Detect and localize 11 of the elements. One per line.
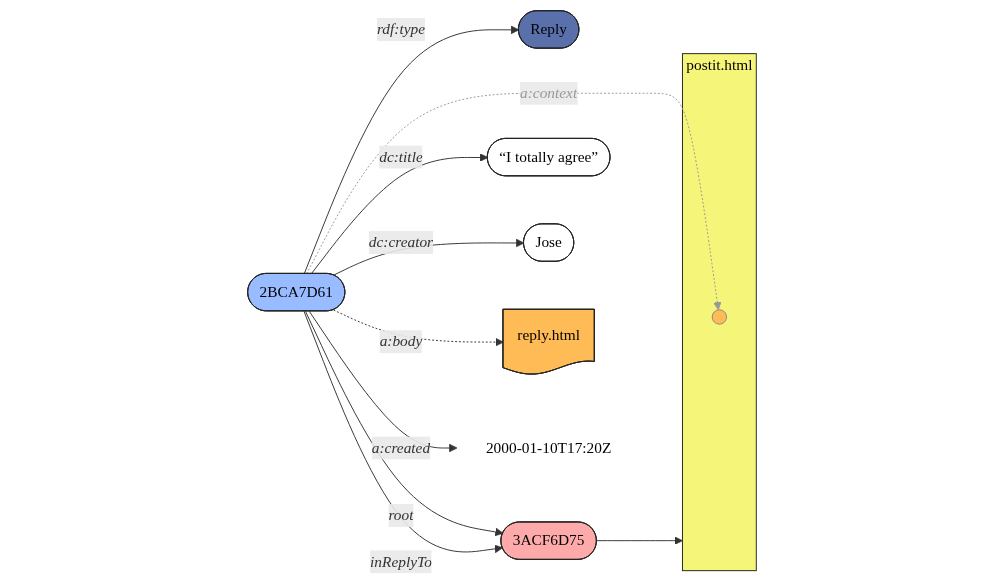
edge-label: dc:creator [368,233,434,250]
cluster: postit.html [682,52,757,571]
edge-label: a:context [520,84,578,101]
edge-label: rdf:type [376,20,426,37]
edge-label: a:created [371,438,431,456]
edge-label: a:body [379,332,423,349]
edge-label: dc:title [379,147,423,165]
edge-label: inReplyTo [370,552,432,569]
node-circle [711,308,728,325]
edge-label: root [388,506,414,523]
node-text: 2000-01-10T17:20Z [485,438,612,456]
